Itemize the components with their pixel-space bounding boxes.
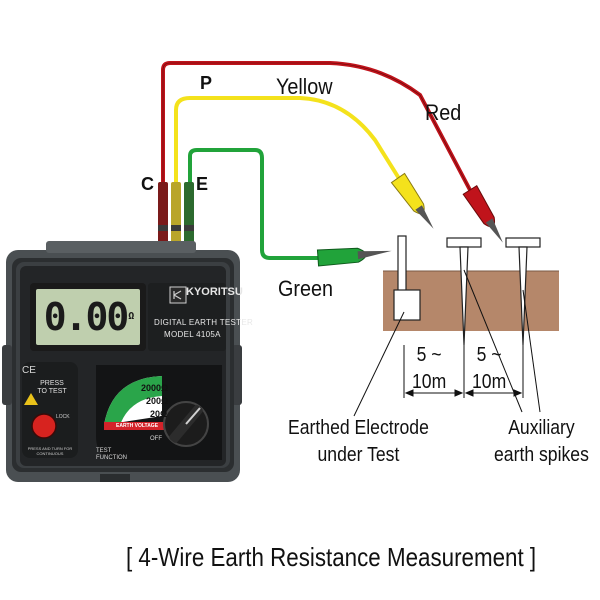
red-alligator-clip: [462, 185, 503, 243]
press-to-test-label: PRESS TO TEST: [37, 380, 67, 395]
green-plug: [184, 182, 194, 248]
distance-2-line-2: 10m: [472, 371, 507, 393]
earth-tester-device: [2, 241, 242, 482]
green-lead-label: Green: [278, 276, 334, 301]
range-20[interactable]: 20Ω: [150, 409, 168, 419]
brand-name: KYORITSU: [186, 286, 243, 298]
yellow-plug-band: [171, 225, 181, 231]
yellow-lead-wire: [174, 96, 402, 244]
lcd-display: 0.00Ω: [38, 291, 138, 343]
distance-label-1: 5 ~ 10m: [412, 342, 446, 396]
red-lead-outline: [162, 62, 471, 244]
display-unit: Ω: [128, 311, 134, 322]
spikes-annotation-line-2: earth spikes: [494, 444, 589, 466]
auxiliary-spike-1: [446, 237, 482, 346]
yellow-plug: [171, 182, 181, 248]
distance-2-line-1: 5 ~: [476, 344, 502, 366]
green-plug-band: [184, 225, 194, 231]
red-plug: [158, 182, 168, 248]
distance-1-line-2: 10m: [412, 371, 447, 393]
off-label[interactable]: OFF: [150, 436, 162, 442]
auxiliary-spikes-annotation: Auxiliary earth spikes: [494, 415, 589, 469]
ce-mark: CE: [22, 365, 36, 376]
display-value: 0.00: [43, 295, 130, 339]
electrode-rod: [397, 235, 407, 293]
test-function-label: TEST FUNCTION: [96, 448, 127, 461]
terminal-p-label: P: [200, 73, 213, 93]
electrode-annotation-line-1: Earthed Electrode: [288, 417, 429, 439]
electrode-box: [393, 289, 421, 321]
green-alligator-clip: [316, 247, 392, 267]
earth-voltage-label[interactable]: EARTH VOLTAGE: [116, 423, 159, 429]
terminal-e-label: E: [196, 174, 209, 194]
yellow-alligator-clip: [390, 172, 434, 229]
electrode-annotation-line-2: under Test: [317, 444, 400, 466]
model-line-2: MODEL 4105A: [164, 330, 221, 339]
model-line-1: DIGITAL EARTH TESTER: [154, 318, 254, 327]
range-2000[interactable]: 2000Ω: [141, 383, 169, 393]
range-200[interactable]: 200Ω: [146, 396, 169, 406]
earthed-electrode-annotation: Earthed Electrode under Test: [288, 415, 429, 469]
distance-1-line-1: 5 ~: [416, 344, 442, 366]
terminal-c-label: C: [141, 174, 154, 194]
diagram-caption: [ 4-Wire Earth Resistance Measurement ]: [126, 542, 537, 572]
auxiliary-spike-2: [505, 237, 541, 346]
dimension-lines: [403, 345, 524, 398]
annotation-pointers: [353, 269, 541, 417]
red-lead-label: Red: [425, 100, 462, 125]
press-to-test-button[interactable]: [32, 414, 56, 438]
red-plug-band: [158, 225, 168, 231]
green-lead-wire: [188, 148, 320, 260]
press-lock-note: PRESS AND TURN FOR CONTINUOUS: [27, 446, 73, 456]
spikes-annotation-line-1: Auxiliary: [508, 417, 575, 439]
yellow-lead-label: Yellow: [276, 74, 333, 99]
lock-label: LOCK: [56, 414, 70, 420]
distance-label-2: 5 ~ 10m: [472, 342, 506, 396]
